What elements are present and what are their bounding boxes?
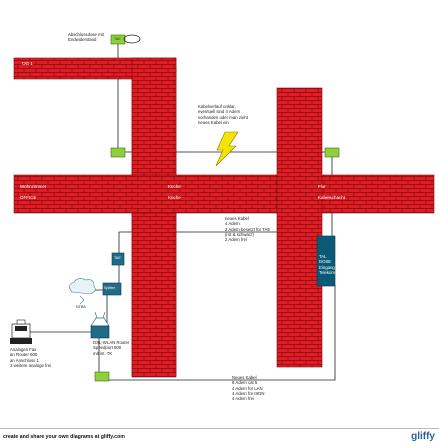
note-router: DSL-WLAN Router Speedport 600 mit int. T… [93,340,130,356]
gliffy-logo-text: gliffy [411,431,435,442]
gliffy-logo[interactable]: gliffy [411,431,435,442]
walls [13,57,435,378]
wall-label-flur: Flur [318,184,326,189]
splitter-box[interactable] [102,282,122,296]
label-splitter-box: Splitter [104,286,116,290]
wall-horizontal [13,174,435,214]
wall-label-kueche: Küche [168,184,181,189]
label-ntba: NTBA [76,305,86,309]
tae-box[interactable] [111,252,125,266]
wall-right-column [276,87,323,368]
end-resistor-loop [123,34,141,44]
junction-box-mid-left[interactable] [110,147,126,158]
junction-boxes [94,34,340,382]
footer-text[interactable]: create and share your own diagrams at gl… [3,434,125,440]
wall-label-kueche-sub: Küche [168,195,181,200]
note-neues-kabel-bottom: Neues Kabel 8 Adern cat 5 4 Adern für LA… [232,375,265,402]
label-tal-dose: TAL DOSE Eingang Telekom [319,254,335,276]
wall-label-office: OFFICE [20,195,37,200]
note-kabelverlauf: Kabelverlauf unklar, eventuell sind 4 Ad… [198,104,248,126]
wall-label-flur-sub: Kabelschacht [318,195,346,200]
wall-label-og1: OG 1 [22,61,33,66]
note-abschlussdose: Abschlussdose mit Endwiderstand [68,32,104,43]
tal-dose-box[interactable] [316,235,336,287]
network-icon [69,278,96,305]
junction-box-top[interactable] [110,34,126,45]
junction-box-bottom[interactable] [94,371,110,382]
note-neues-kabel-top: neues Kabel 4 Adern 2 Adern besetzt für … [225,216,271,243]
footer-bar: create and share your own diagrams at gl… [0,428,439,447]
note-analog-fax: Analoges Fax an Router 600 an Anschluss … [10,347,52,369]
lightning-bolt-icon [215,131,239,167]
wall-center-column [131,57,177,378]
junction-box-mid-right[interactable] [324,147,340,158]
wall-label-wohnzimmer: Wohnzimmer [20,184,47,189]
label-junction-top: TAE [114,37,121,41]
label-tae-box: TAE [114,256,121,260]
fax-machine-icon [10,319,32,344]
router-icon [90,311,110,339]
